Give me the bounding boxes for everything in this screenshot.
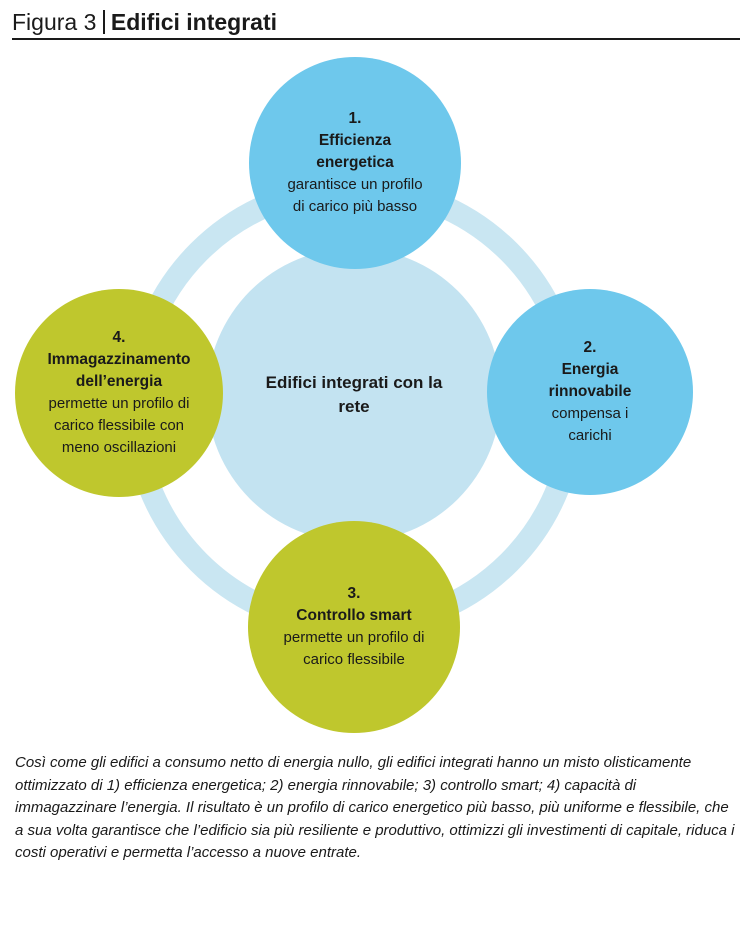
node-energy-storage: 4. Immagazzinamento dell’energia permett… [15,289,223,497]
node-number: 4. [112,329,126,346]
node-energy-efficiency: 1. Efficienza energetica garantisce un p… [249,57,461,269]
figure-header: Figura 3 Edifici integrati [12,6,740,40]
node-description: permette un profilo di carico flessibile… [48,395,190,456]
node-number: 1. [348,110,362,127]
node-renewable-energy: 2. Energia rinnovabile compensa i carich… [487,289,693,495]
node-number: 2. [583,339,597,356]
node-title: Controllo smart [296,607,412,624]
center-circle: Edifici integrati con la rete [207,248,501,542]
node-smart-control: 3. Controllo smart permette un profilo d… [248,521,460,733]
node-description: compensa i carichi [551,405,629,444]
node-description: garantisce un profilo di carico più bass… [287,176,423,215]
header-separator [103,10,105,34]
figure-label: Figura 3 [12,8,97,35]
node-title: Energia rinnovabile [548,361,632,400]
figure-caption: Così come gli edifici a consumo netto di… [15,754,735,861]
node-number: 3. [347,585,361,602]
node-title: Immagazzinamento dell’energia [47,351,191,390]
node-description: permette un profilo di carico flessibile [283,629,425,668]
center-label: Edifici integrati con la rete [265,373,443,416]
integrated-buildings-diagram: Edifici integrati con la rete 1. Efficie… [0,48,750,738]
node-title: Efficienza energetica [316,132,394,171]
figure-title: Edifici integrati [110,8,278,35]
